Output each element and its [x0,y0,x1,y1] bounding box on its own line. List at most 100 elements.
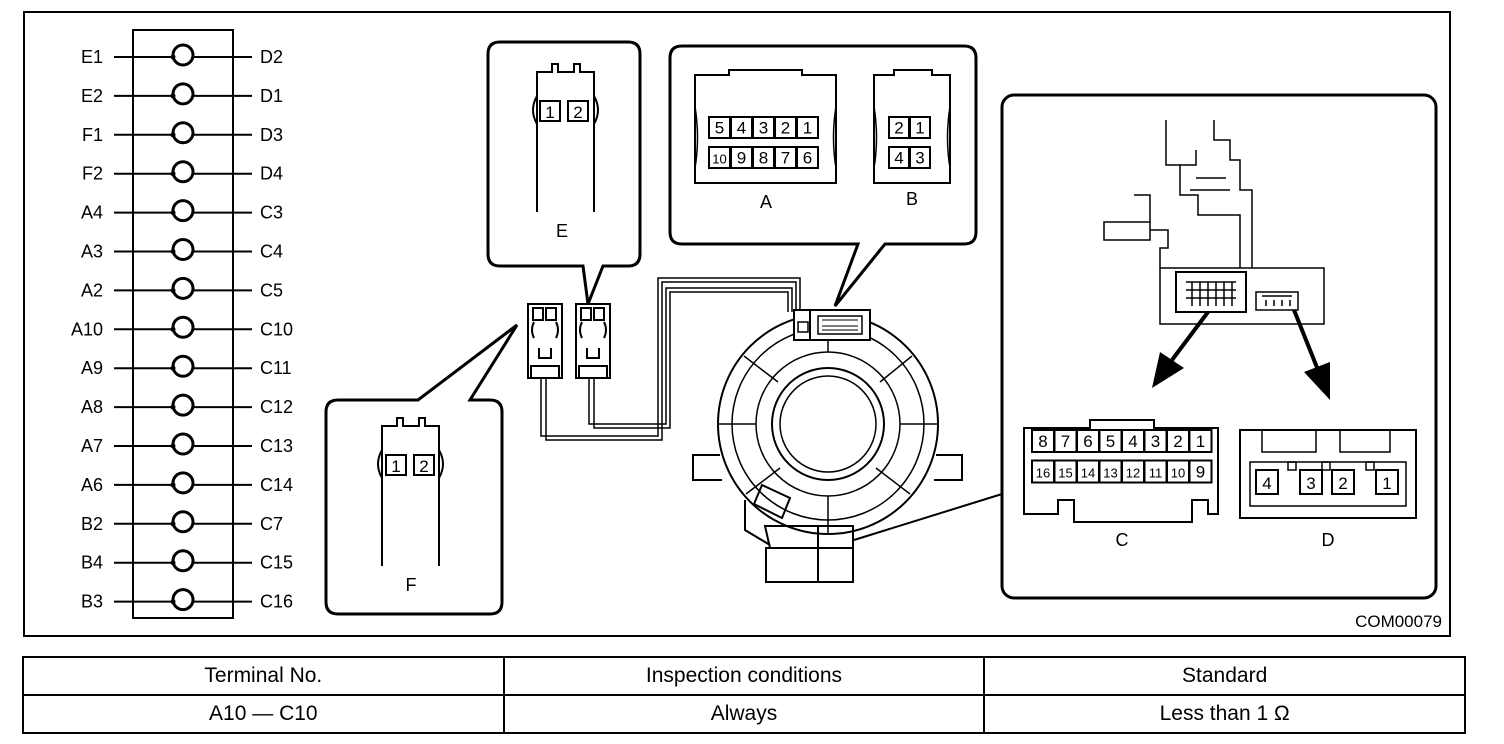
connector-c-pin: 1 [1196,432,1205,451]
callout-cd-outline [1000,93,1438,600]
connector-b-label: B [906,189,918,209]
callout-e-outline [486,40,642,310]
connector-c-pin: 11 [1149,466,1163,481]
connector-d-latch [1287,461,1297,471]
table-cell: Less than 1 Ω [983,694,1466,734]
connector-a-pin: 6 [803,149,812,168]
connector-d-label: D [1322,530,1335,550]
table-cell: A10 — C10 [22,694,505,734]
terminal-label-left: A6 [81,475,103,495]
terminal-label-left: A4 [81,203,103,223]
switch-pivot [170,287,176,293]
connector-c-pin: 6 [1083,432,1092,451]
connector-c-pin: 12 [1126,466,1140,481]
switch-pivot [170,54,176,60]
switch-contact [171,121,195,145]
table-header-row: Terminal No. Inspection conditions Stand… [22,656,1466,696]
switch-pivot [170,210,176,216]
switch-pivot [170,599,176,605]
table-header-cell: Standard [983,656,1466,696]
terminal-label-right: C15 [260,553,293,573]
connector-a-pin: 1 [803,119,812,138]
connector-a-pin: 9 [737,149,746,168]
terminal-label-right: C11 [260,358,292,378]
terminal-label-right: C7 [260,514,283,534]
switch-pivot [170,521,176,527]
connector-e-pin: 2 [573,103,582,122]
terminal-label-left: E2 [81,86,103,106]
terminal-label-right: C5 [260,280,283,300]
switch-contact [171,238,195,261]
connector-c-pin: 15 [1058,466,1072,481]
connector-b-pin-box [909,146,931,169]
connector-e-pin-box [567,100,589,122]
pigtail-connector [575,303,611,379]
switch-pivot [170,404,176,410]
terminal-label-right: C16 [260,592,293,612]
connector-c-pin: 14 [1081,466,1095,481]
switch-pivot [170,365,176,371]
connector-f-label: F [406,575,417,595]
terminal-label-right: C3 [260,203,283,223]
terminal-label-left: A10 [71,319,103,339]
terminal-label-right: D4 [260,164,283,184]
connector-c-pin: 8 [1038,432,1047,451]
switch-pivot [170,560,176,566]
switch-contact [171,471,195,495]
terminal-label-left: A8 [81,397,103,417]
connector-b-pin-box [909,116,931,139]
connector-d-latch [1321,461,1331,471]
connector-c-pin: 4 [1128,432,1137,451]
connector-c-pin: 5 [1106,432,1115,451]
terminal-label-left: A2 [81,280,103,300]
switch-contact [171,160,195,184]
connector-d-pin-box [1375,469,1399,495]
connector-a-label: A [760,192,772,212]
arrow-to-connector-d [1292,309,1330,400]
table-header-cell: Inspection conditions [502,656,986,696]
connector-a-pin-box [796,116,819,139]
terminal-label-right: D2 [260,47,283,67]
switch-contact [171,354,195,378]
switch-contact [171,199,195,223]
terminal-label-right: C13 [260,436,293,456]
terminal-label-left: B4 [81,553,103,573]
connector-c-pin: 16 [1036,466,1050,481]
switch-row: A4 C3 [81,199,283,223]
switch-row: E1 D2 [81,43,283,67]
switch-row: B4 C15 [81,549,293,573]
terminal-label-right: C10 [260,319,293,339]
table-row: A10 — C10 Always Less than 1 Ω [22,694,1466,734]
connector-f-callout: 1 2 F [324,323,519,616]
switch-panel-box [132,29,234,619]
connector-d-pin: 4 [1262,474,1271,493]
switch-contact [171,549,195,573]
connector-a-pin: 5 [715,119,724,138]
terminal-label-right: C14 [260,475,293,495]
switch-pivot [170,249,176,254]
terminal-label-left: A7 [81,436,103,456]
connector-c-pin: 2 [1173,432,1182,451]
connector-a-pin: 7 [781,149,790,168]
switch-pivot [170,93,176,99]
connector-b-pin: 3 [915,149,924,168]
clock-spring-housing [692,309,963,583]
connector-a-pin: 10 [712,152,726,167]
switch-contact [171,510,195,534]
callout-cd-leader [853,493,1003,541]
switch-row: A2 C5 [81,276,283,300]
switch-pivot [170,132,176,138]
connector-e-label: E [556,221,568,241]
terminal-label-right: D1 [260,86,283,106]
connector-f-pin: 1 [391,457,400,476]
terminal-label-left: E1 [81,47,103,67]
connector-d-latch [1365,461,1375,471]
connector-b-pin: 4 [894,149,903,168]
switch-contact [171,588,195,612]
switch-row: A7 C13 [81,432,293,456]
